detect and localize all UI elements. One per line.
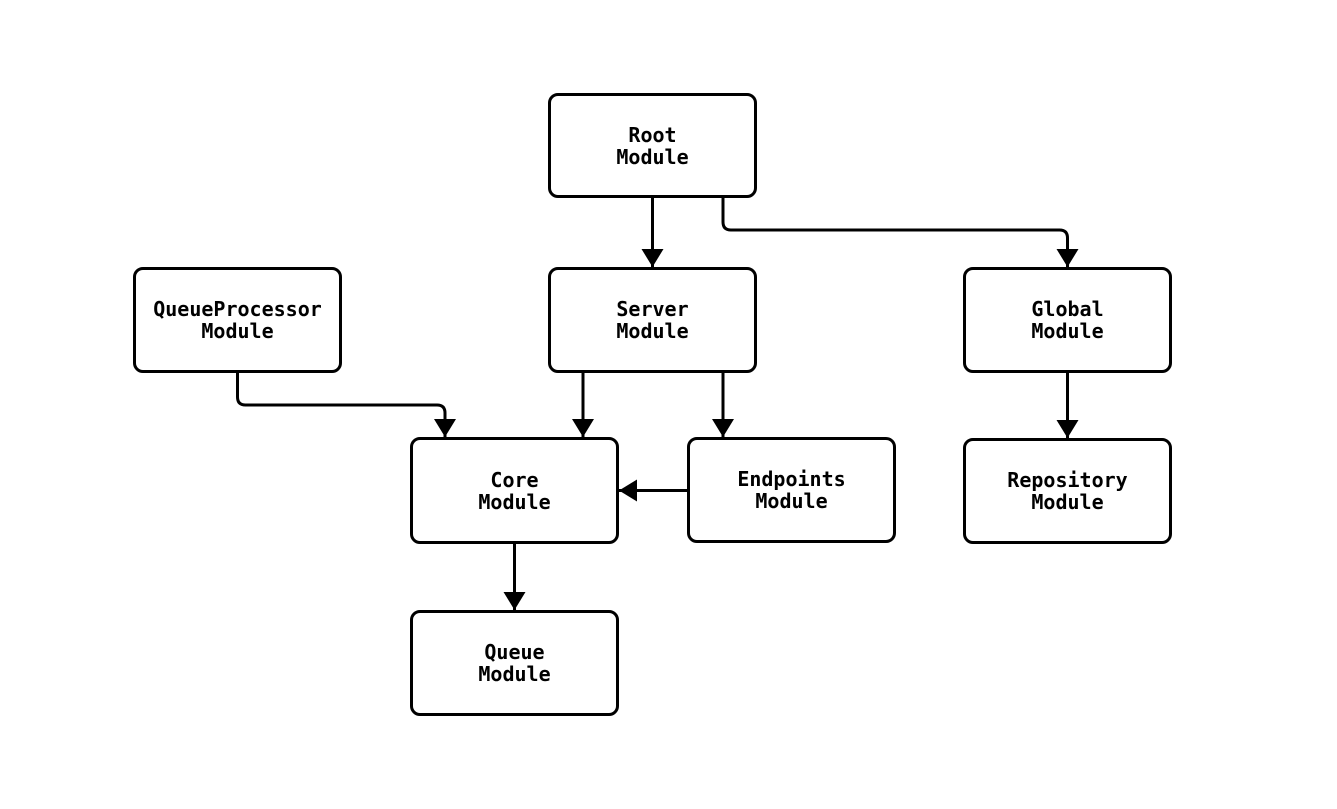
node-root-label-line-0: Root xyxy=(628,122,677,147)
node-core-label-line-1: Module xyxy=(478,489,551,514)
edge-root-to-global xyxy=(721,198,1079,267)
node-core-label-line-0: Core xyxy=(490,467,539,492)
node-server-label-line-1: Module xyxy=(616,319,689,343)
node-root-label-line-1: Module xyxy=(616,144,689,169)
node-queueprocessor-label-line-0: QueueProcessor xyxy=(153,297,322,321)
node-repository-label-line-0: Repository xyxy=(1007,468,1128,492)
edge-group xyxy=(236,198,1079,610)
node-repository-label-line-1: Module xyxy=(1031,490,1104,514)
node-endpoints-label-line-0: Endpoints xyxy=(737,467,846,491)
node-endpoints-label-line-1: Module xyxy=(755,489,828,513)
node-global-label-line-0: Global xyxy=(1031,297,1104,321)
node-queue-label-line-0: Queue xyxy=(484,640,545,664)
node-global-label-line-1: Module xyxy=(1031,319,1104,343)
edge-queueprocessor-to-core xyxy=(236,373,456,437)
node-server-label-line-0: Server xyxy=(616,297,689,321)
node-queueprocessor-label-line-1: Module xyxy=(201,319,274,343)
node-queue-label-line-1: Module xyxy=(478,662,551,686)
